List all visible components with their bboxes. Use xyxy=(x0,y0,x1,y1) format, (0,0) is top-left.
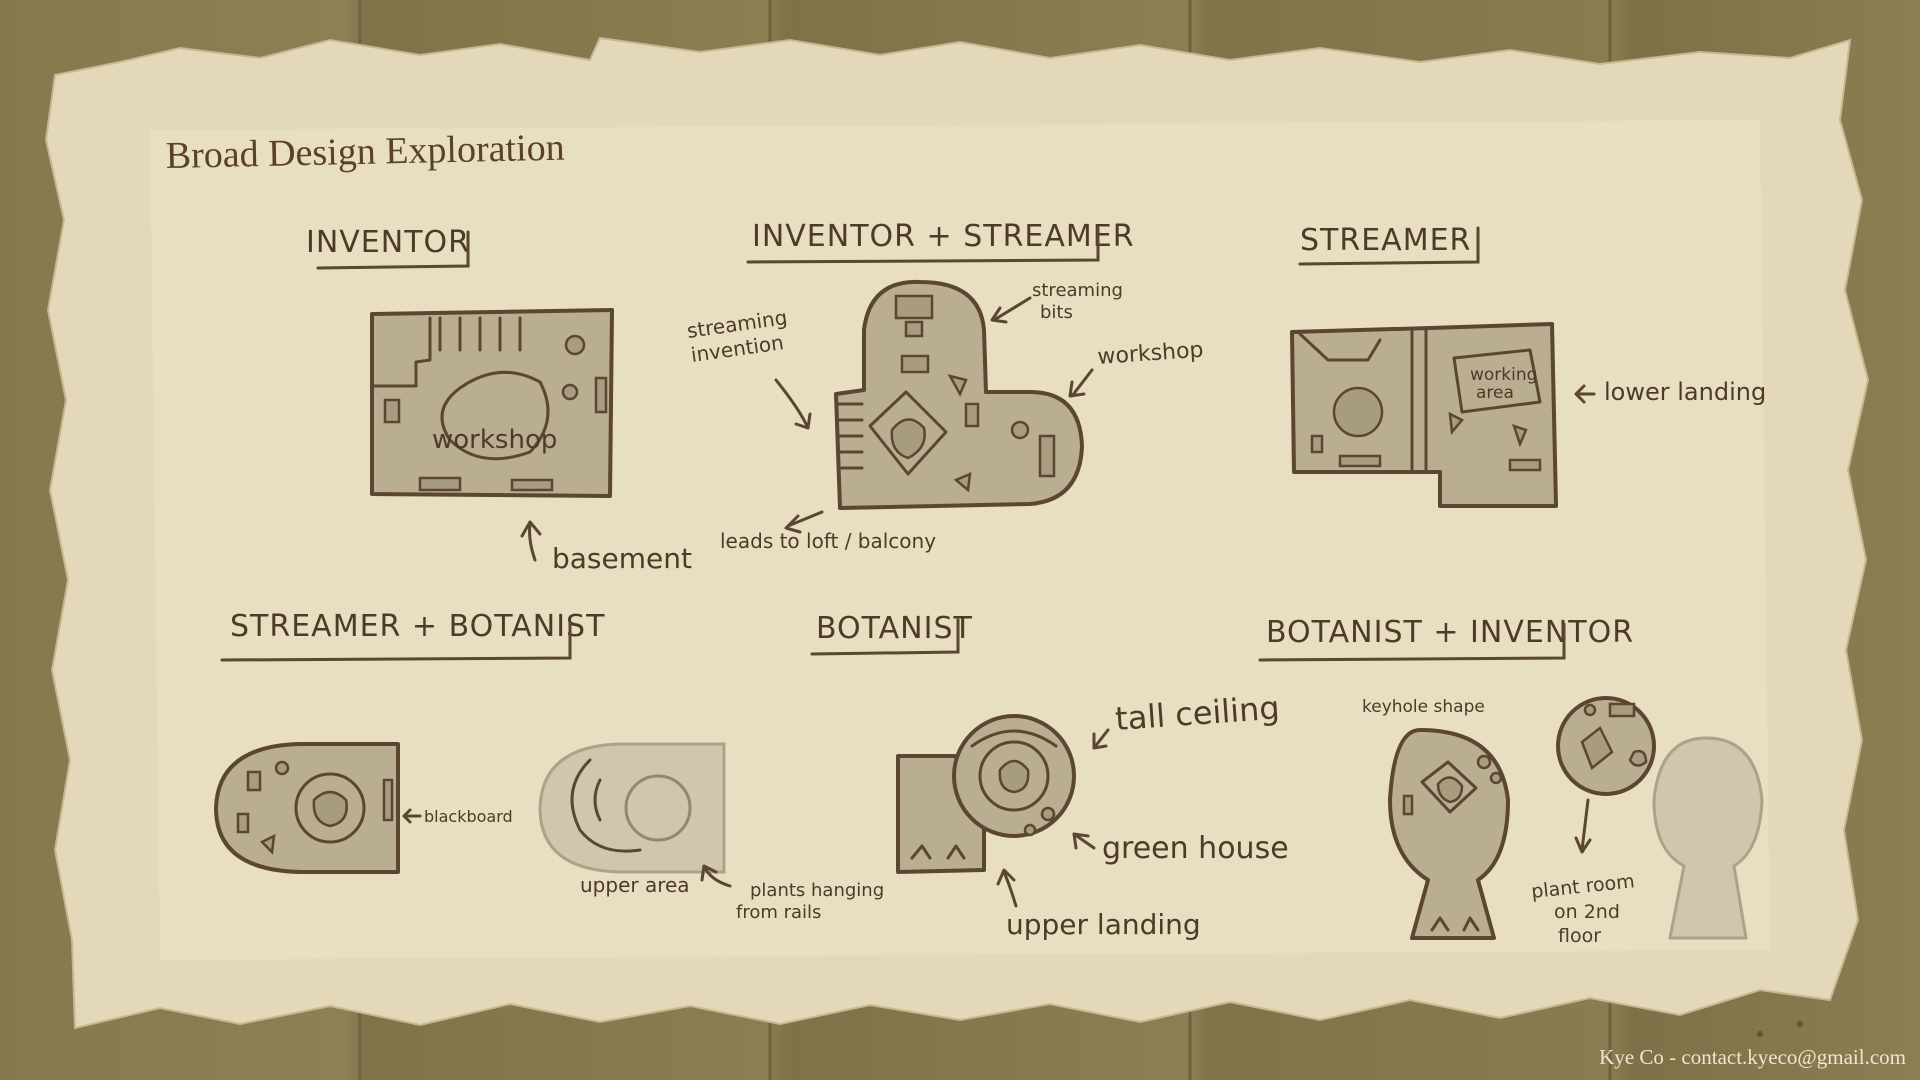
note-area: area xyxy=(1476,383,1514,403)
note-upper-area: upper area xyxy=(580,873,690,897)
note-keyhole-shape: keyhole shape xyxy=(1362,697,1485,717)
note-blackboard: blackboard xyxy=(424,807,513,826)
note-on-2nd: on 2nd xyxy=(1554,901,1620,923)
note-workshop: workshop xyxy=(432,425,557,455)
heading-underline xyxy=(1298,226,1480,266)
nail-decorations xyxy=(1757,1021,1803,1037)
note-streaming-top: streaming xyxy=(1032,280,1123,301)
page-title: Broad Design Exploration xyxy=(165,127,565,177)
section-heading: INVENTOR xyxy=(306,225,470,260)
note-bits: bits xyxy=(1040,302,1073,323)
heading-underline xyxy=(220,620,572,662)
section-inventor-streamer: INVENTOR + STREAMER streaming invention … xyxy=(685,219,1204,553)
note-plants-hanging: plants hanging xyxy=(750,880,884,901)
note-green-house: green house xyxy=(1102,831,1289,866)
streamer-botanist-floorplan xyxy=(214,742,400,874)
heading-underline xyxy=(1258,622,1566,662)
heading-underline xyxy=(316,230,470,270)
section-heading: STREAMER + BOTANIST xyxy=(230,609,605,644)
note-basement: basement xyxy=(552,542,692,575)
section-heading: STREAMER xyxy=(1300,223,1471,258)
note-working: working xyxy=(1470,365,1537,385)
keyhole-floorplan xyxy=(1388,728,1510,940)
section-heading: BOTANIST + INVENTOR xyxy=(1266,615,1634,650)
heading-underline xyxy=(746,226,1100,264)
inventor-floorplan xyxy=(370,308,614,498)
section-heading: INVENTOR + STREAMER xyxy=(752,219,1135,254)
note-from-rails: from rails xyxy=(736,902,821,923)
author-credit: Kye Co - contact.kyeco@gmail.com xyxy=(1599,1045,1906,1069)
section-heading: BOTANIST xyxy=(816,611,973,646)
keyhole-faint-floorplan xyxy=(1652,736,1764,940)
note-lower-landing: lower landing xyxy=(1604,378,1766,406)
section-inventor: INVENTOR workshop basement xyxy=(306,225,692,575)
note-upper-landing: upper landing xyxy=(1006,908,1201,941)
section-streamer-botanist: STREAMER + BOTANIST blackboard upper are… xyxy=(214,609,884,923)
note-loft-balcony: leads to loft / balcony xyxy=(720,529,936,553)
heading-underline xyxy=(810,618,960,656)
note-floor: floor xyxy=(1558,925,1601,947)
section-streamer: STREAMER working area lower landing xyxy=(1290,223,1766,508)
upper-area-floorplan xyxy=(538,742,726,874)
